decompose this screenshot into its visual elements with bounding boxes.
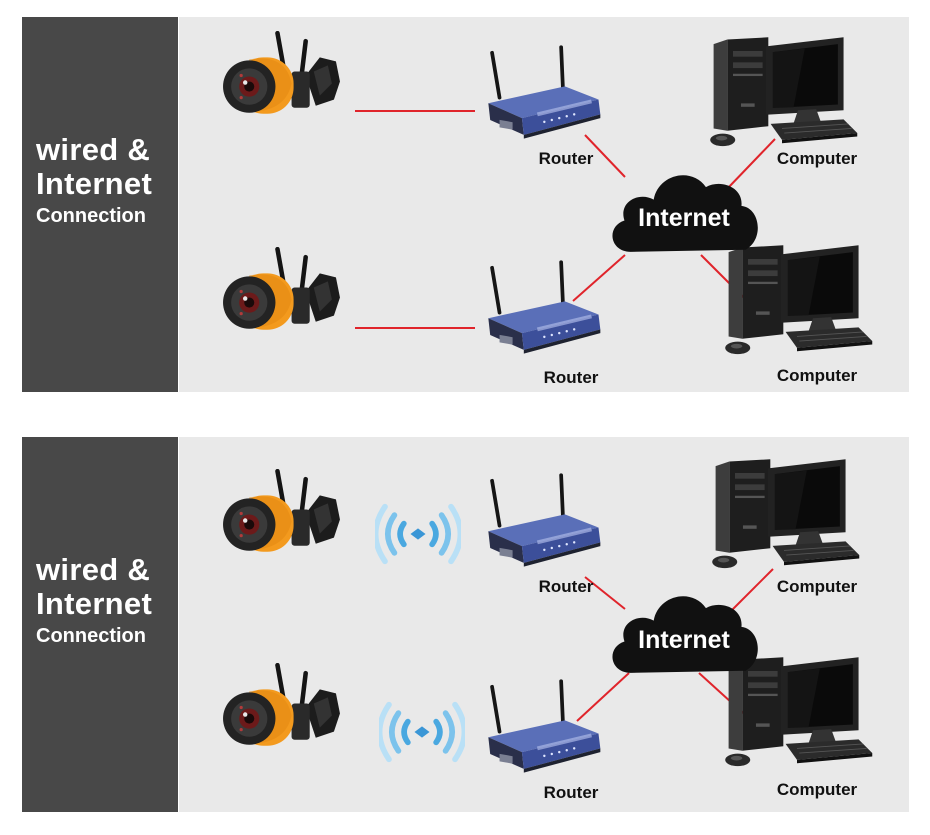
camera-icon [223,665,340,746]
computer-label-top: Computer [777,577,858,596]
computer-icon [711,458,860,569]
router-icon [486,473,603,567]
router-icon [486,45,603,139]
caption-line-1: wired & [36,552,151,587]
computer-label-bottom: Computer [777,780,858,799]
camera-icon [223,249,340,330]
link-router-cloud-top [584,134,626,178]
wifi-signal-icon [380,705,465,760]
router-icon [486,260,603,354]
connection-panel-wireless: wired & Internet Connection Internet Rou… [22,437,909,812]
computer-icon [709,36,858,147]
cloud-label: Internet [638,204,730,232]
caption-line-3: Connection [36,205,146,227]
router-icon [486,679,603,773]
connection-panel-wired: wired & Internet Connection Internet Rou… [22,17,909,392]
caption-line-3: Connection [36,625,146,647]
caption-line-2: Internet [36,166,153,201]
link-cloud-computer-top [726,568,774,616]
sidebar-caption: wired & Internet Connection [36,553,152,649]
sidebar-caption: wired & Internet Connection [36,133,152,229]
camera-icon [223,471,340,552]
link-router-cloud-top [584,576,626,610]
router-label-bottom: Router [544,783,599,802]
caption-line-2: Internet [36,586,153,621]
computer-icon [724,656,873,767]
router-label-top: Router [539,149,594,168]
camera-icon [223,33,340,114]
router-label-top: Router [539,577,594,596]
computer-label-bottom: Computer [777,366,858,385]
computer-icon [724,244,873,355]
network-diagram: Internet Router Router Computer Computer [179,458,873,802]
caption-line-1: wired & [36,132,151,167]
network-diagram: Internet Router Router Computer Computer [179,17,873,387]
link-router-cloud-bottom [572,254,626,302]
diagram-area: Internet Router Router Computer Computer [179,17,909,392]
computer-label-top: Computer [777,149,858,168]
router-label-bottom: Router [544,368,599,387]
panel-sidebar: wired & Internet Connection [22,437,178,812]
wifi-signal-icon [376,507,461,562]
link-cloud-computer-top [726,138,776,190]
panel-sidebar: wired & Internet Connection [22,17,178,392]
diagram-area: Internet Router Router Computer Computer [179,437,909,812]
link-router-cloud-bottom [576,672,630,722]
cloud-label: Internet [638,626,730,654]
